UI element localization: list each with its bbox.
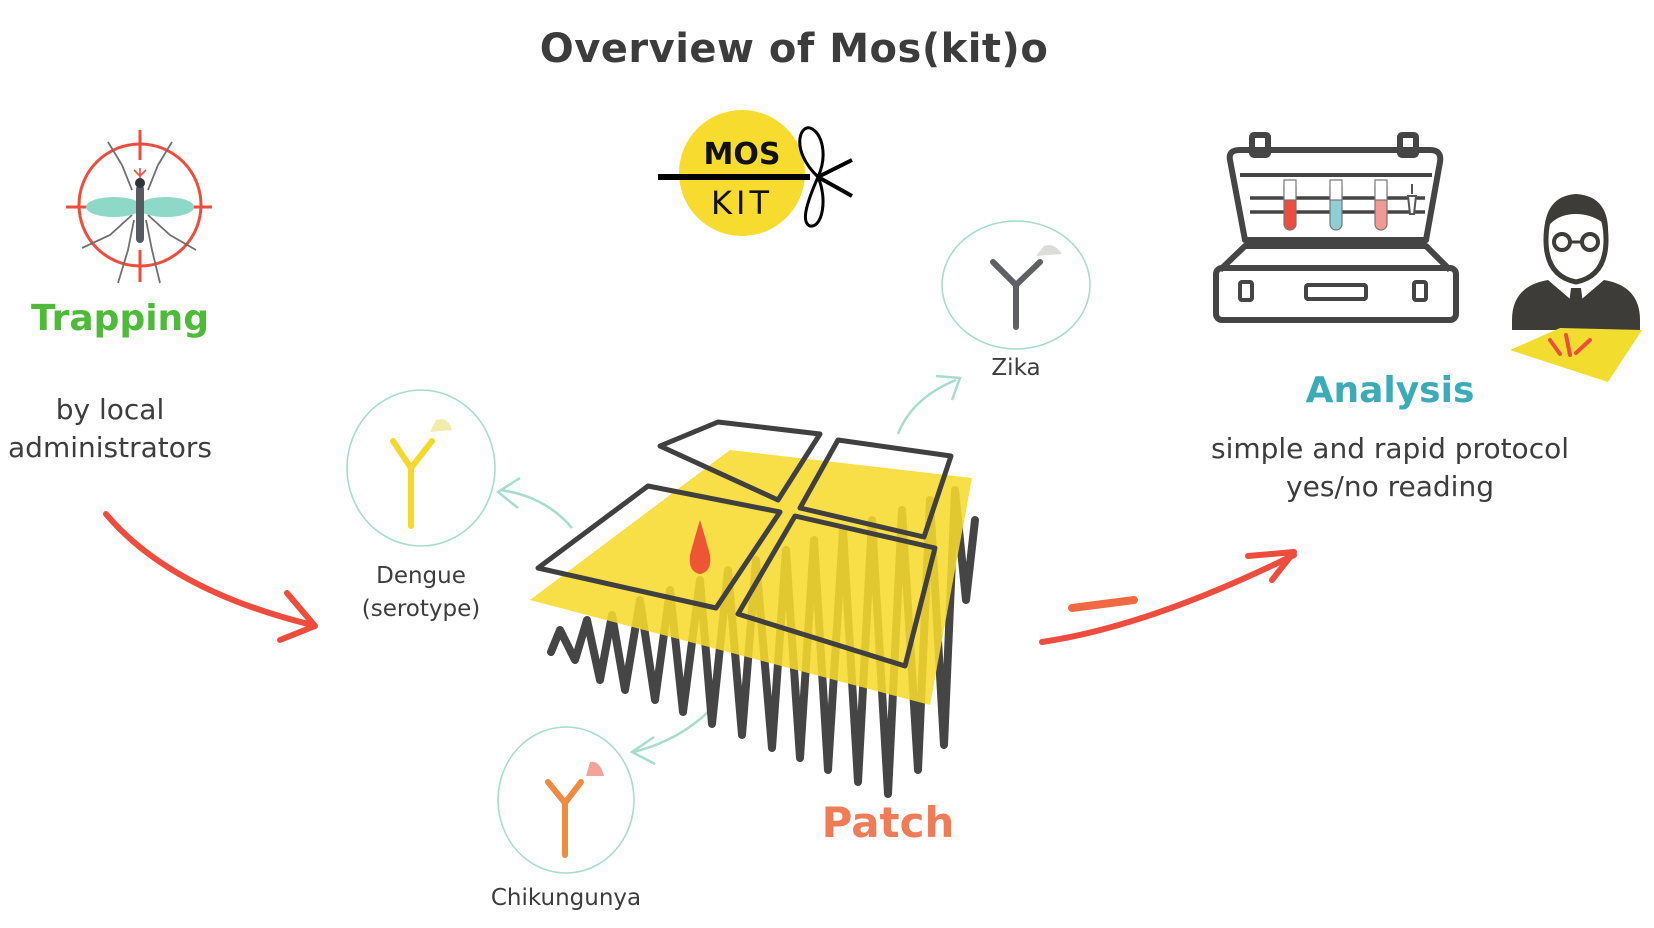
analysis-heading: Analysis xyxy=(1290,370,1490,411)
dengue-antibody-icon xyxy=(346,389,496,547)
trapping-subtitle: by local administrators xyxy=(0,391,220,467)
zika-label-line: Zika xyxy=(991,355,1041,381)
arrow-to-zika-icon xyxy=(896,374,962,435)
dengue-label-line: (serotype) xyxy=(361,596,481,622)
analysis-subtitle-line: yes/no reading xyxy=(1286,470,1494,503)
trapping-subtitle-line: by local xyxy=(55,393,165,426)
analysis-subtitle-line: simple and rapid protocol xyxy=(1210,432,1569,465)
mosquito-crosshair-icon xyxy=(66,130,212,284)
dengue-label: Dengue (serotype) xyxy=(346,560,496,626)
logo-bottom-text: KIT xyxy=(711,184,773,222)
scientist-icon xyxy=(1512,194,1640,330)
page-title: Overview of Mos(kit)o xyxy=(539,26,1049,72)
patch-illustration xyxy=(530,419,979,798)
analysis-heading-text: Analysis xyxy=(1305,370,1475,411)
result-paper-icon xyxy=(1510,328,1642,382)
zika-antibody-icon xyxy=(941,220,1091,350)
logo-top-text: MOS xyxy=(704,137,781,172)
patch-heading: Patch xyxy=(808,798,968,847)
zika-label: Zika xyxy=(966,352,1066,385)
arrow-to-dengue-icon xyxy=(495,476,573,529)
arrow-to-chikungunya-icon xyxy=(629,709,711,766)
chikungunya-label-line: Chikungunya xyxy=(490,885,642,911)
arrow-to-patch-icon xyxy=(103,511,318,643)
arrow-to-analysis-icon xyxy=(1039,549,1297,645)
patch-heading-text: Patch xyxy=(821,798,955,847)
trapping-heading: Trapping xyxy=(20,298,220,339)
analysis-subtitle: simple and rapid protocol yes/no reading xyxy=(1175,430,1605,506)
chikungunya-antibody-icon xyxy=(497,726,635,874)
trapping-subtitle-line: administrators xyxy=(8,431,212,464)
test-tubes-icon xyxy=(1283,179,1418,231)
trapping-heading-text: Trapping xyxy=(31,298,209,339)
chikungunya-label: Chikungunya xyxy=(466,882,666,915)
dengue-label-line: Dengue xyxy=(376,563,466,589)
moskit-logo: MOS KIT xyxy=(658,110,853,236)
